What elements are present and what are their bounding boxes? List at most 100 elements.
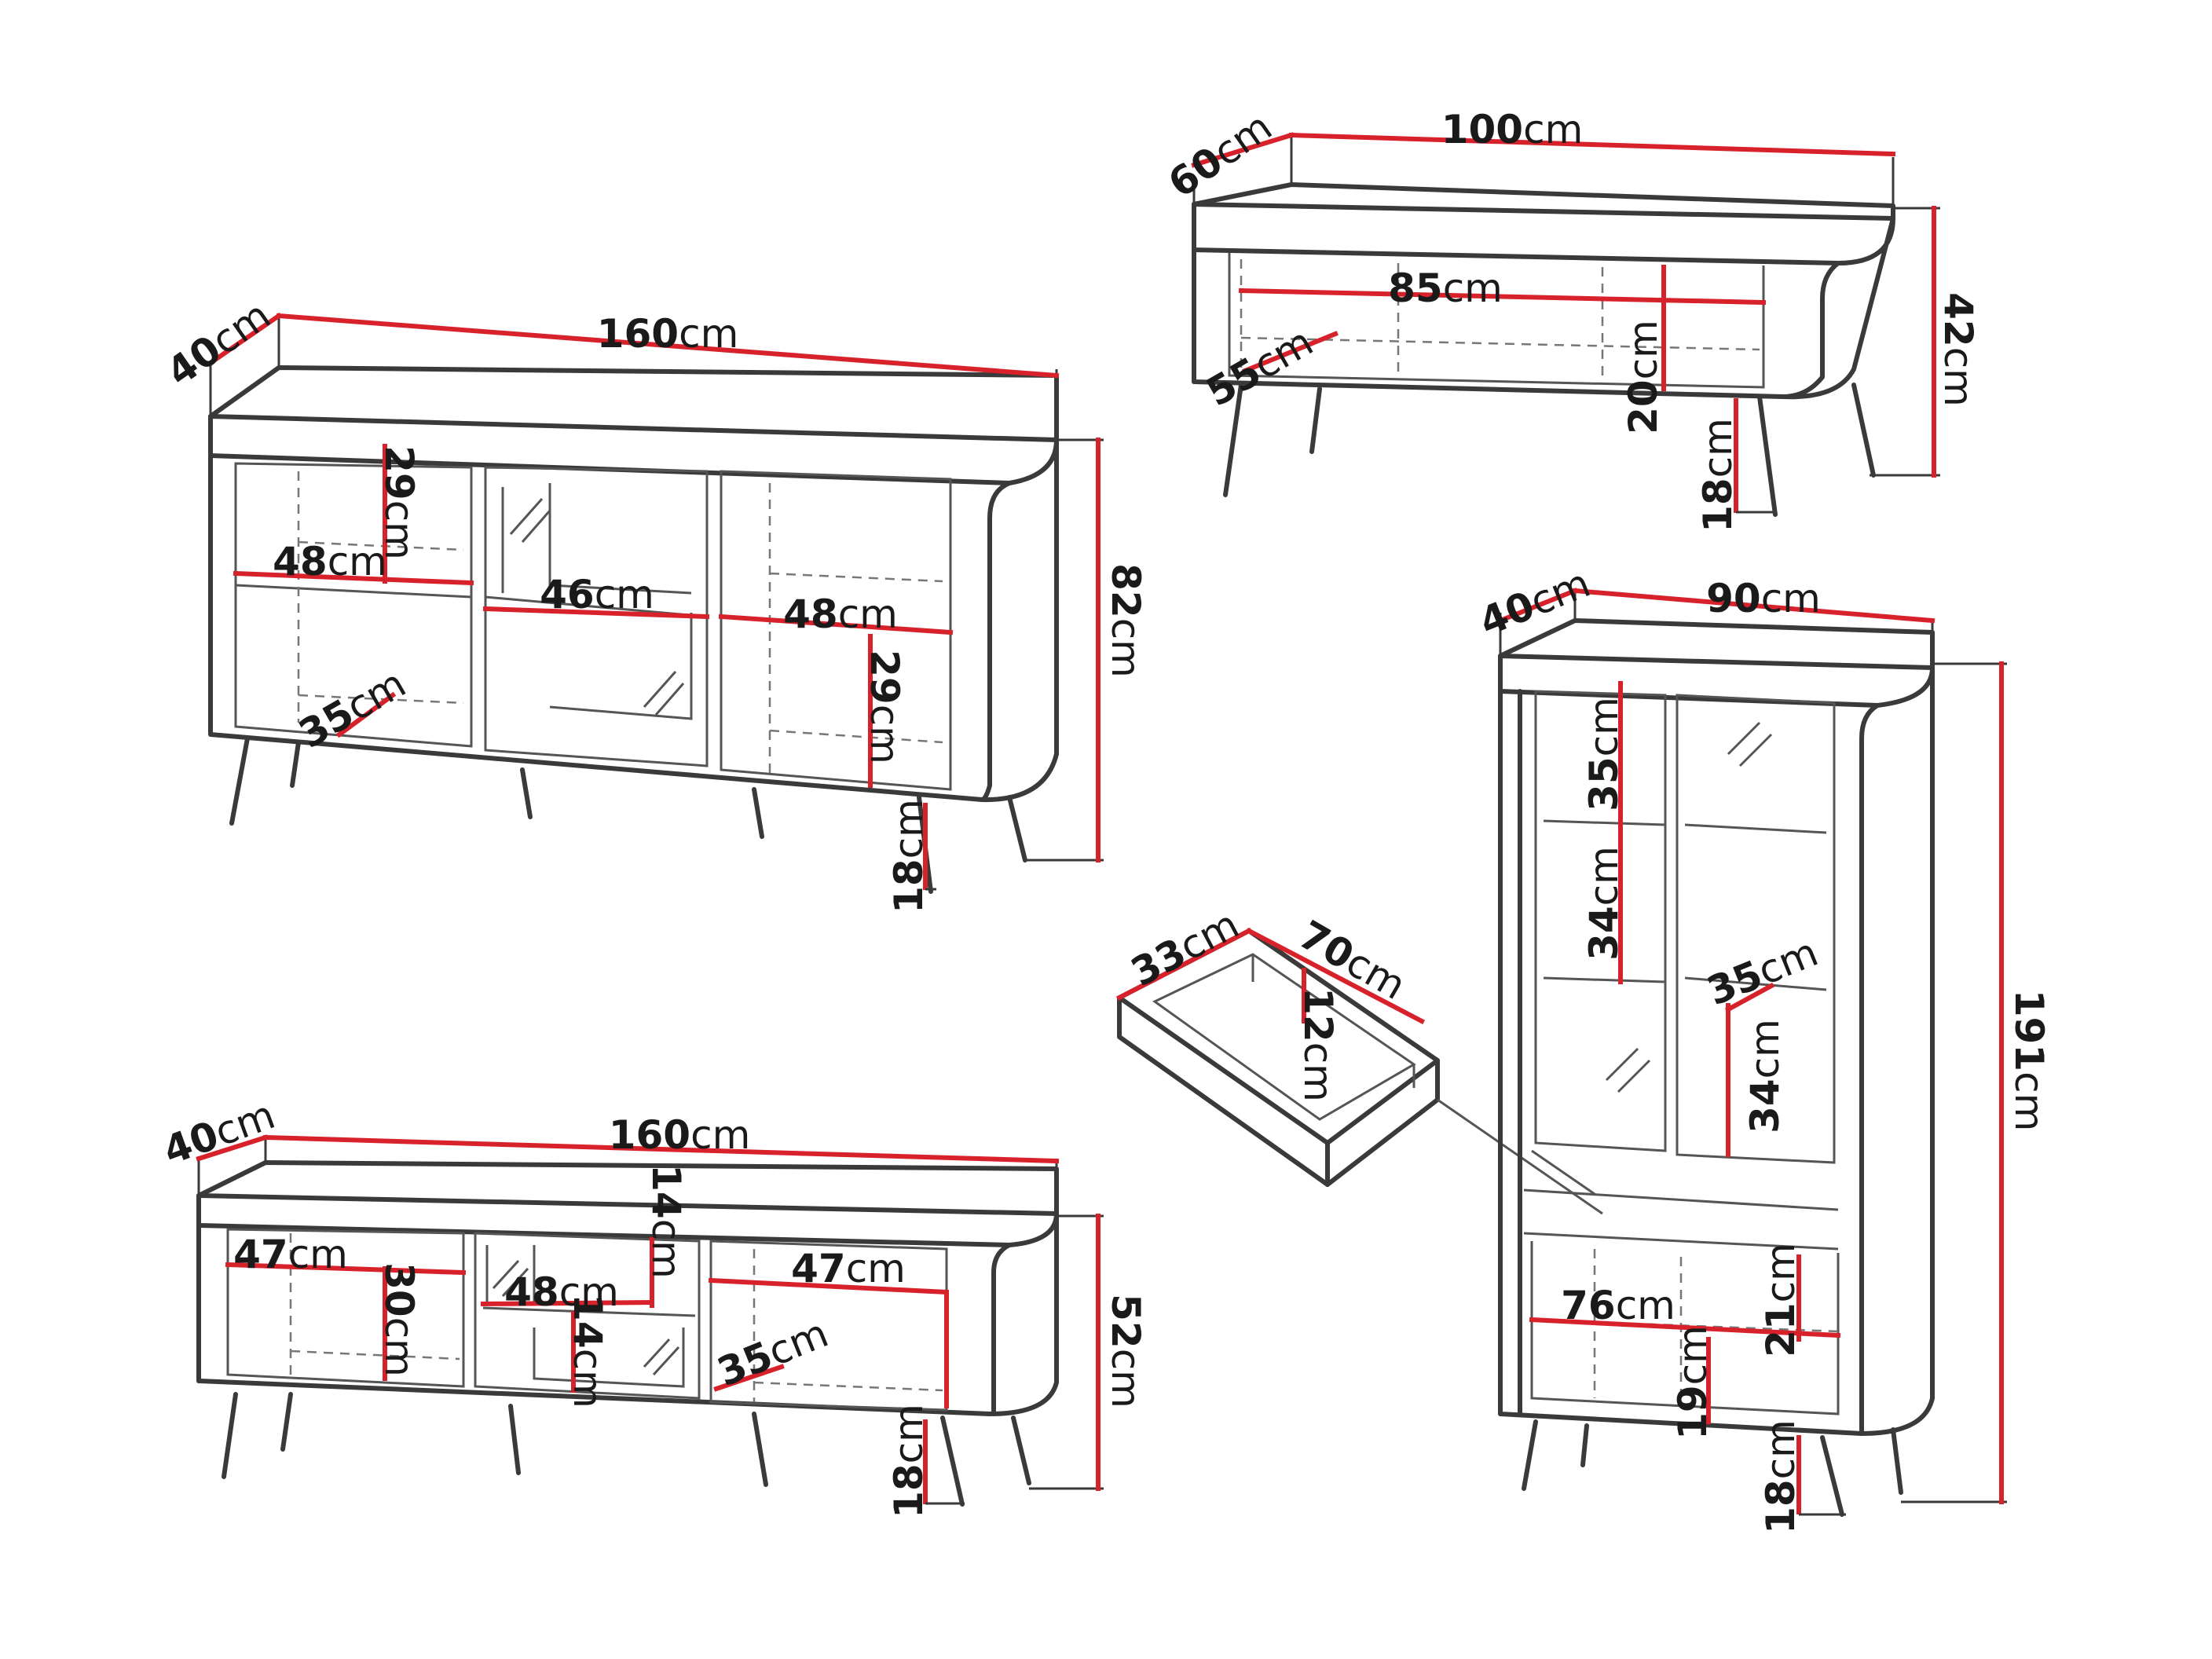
dimension-unit: cm — [566, 1349, 611, 1408]
sideboard-inner-depth-label: 35cm — [291, 660, 413, 756]
drawer-width-line — [1245, 927, 1426, 1025]
display-cabinet-bottom-space-height-label: 19cm — [1670, 1325, 1716, 1440]
dimension-value: 29 — [377, 445, 423, 500]
dimension-value: 85 — [1388, 266, 1443, 311]
dimension-unit: cm — [2007, 1071, 2053, 1131]
dimension-value: 19 — [1670, 1385, 1716, 1440]
dimension-unit: cm — [1695, 418, 1741, 478]
coffee-table-height-label: 42cm — [1936, 292, 1982, 407]
dimension-unit: cm — [328, 539, 387, 584]
dimension-value: 14 — [644, 1164, 690, 1219]
tv-stand-width-label: 160cm — [609, 1112, 751, 1158]
dimension-value: 52 — [1104, 1294, 1149, 1349]
tv-stand-inner-depth-line — [713, 1364, 785, 1392]
dimension-value: 42 — [1936, 292, 1982, 347]
dimension-unit: cm — [595, 572, 654, 617]
tv-stand-width-line — [262, 1134, 1060, 1164]
drawer — [1115, 927, 1603, 1215]
dimension-value: 30 — [377, 1262, 423, 1317]
coffee-table-leg-height-label: 18cm — [1695, 418, 1741, 533]
display-cabinet-inner-depth-label: 35cm — [1701, 929, 1824, 1014]
tv-stand-depth-label: 40cm — [157, 1092, 280, 1174]
sideboard-right-width-line — [718, 613, 954, 635]
dimension-unit: cm — [377, 1317, 423, 1377]
dimension-value: 18 — [1695, 478, 1741, 533]
dimension-unit: cm — [377, 500, 423, 560]
tv-stand-middle-width-line — [480, 1299, 655, 1307]
dimension-value: 46 — [540, 572, 595, 617]
dimension-value: 18 — [886, 1463, 932, 1518]
sideboard-width-line — [276, 313, 1060, 379]
dimension-unit: cm — [559, 1269, 619, 1315]
dimension-unit: cm — [1761, 576, 1821, 621]
dimension-value: 160 — [597, 311, 679, 357]
dimension-value: 76 — [1561, 1283, 1616, 1328]
dimension-unit: cm — [1443, 266, 1503, 311]
coffee-table-shelf-depth-line — [1242, 331, 1339, 374]
sideboard-left-width-line — [233, 570, 474, 586]
tv-stand-height-label: 52cm — [1104, 1294, 1149, 1408]
sideboard — [207, 312, 1104, 894]
dimension-unit: cm — [846, 1246, 906, 1291]
dimension-unit: cm — [679, 311, 738, 357]
dimension-unit: cm — [1616, 1283, 1675, 1328]
display-cabinet-bottom-width-label: 76cm — [1561, 1283, 1675, 1328]
display-cabinet-middle-shelf-height-label: 34cm — [1581, 846, 1627, 961]
dimension-value: 18 — [886, 859, 932, 914]
dimension-value: 48 — [273, 539, 328, 584]
cabinet-depth-line — [1497, 588, 1578, 624]
dimension-value: 18 — [1758, 1479, 1804, 1534]
coffee-table-shelf-width-label: 85cm — [1388, 266, 1503, 311]
sideboard-middle-compartment-width-label: 46cm — [540, 572, 654, 617]
sideboard-width-label: 160cm — [597, 311, 739, 357]
dimension-unit: cm — [1758, 1419, 1804, 1479]
dimension-unit: cm — [1758, 1243, 1804, 1302]
tv-stand-depth-line — [196, 1134, 269, 1162]
sideboard-height-label: 82cm — [1104, 563, 1149, 678]
dimension-unit: cm — [1523, 107, 1583, 152]
display-cabinet-width-label: 90cm — [1706, 576, 1821, 621]
dimension-unit: cm — [1104, 1349, 1149, 1408]
drawer-depth-line — [1115, 927, 1253, 1002]
dimension-unit: cm — [1104, 618, 1149, 678]
dimension-value: 48 — [783, 591, 838, 637]
display-cabinet-depth-label: 40cm — [1473, 560, 1596, 645]
dimension-unit: cm — [1742, 1019, 1788, 1079]
dimension-value: 29 — [862, 650, 908, 705]
tv-stand-middle-upper-height-label: 14cm — [644, 1164, 690, 1279]
dimension-value: 20 — [1621, 379, 1666, 434]
sideboard-inner-depth-line — [335, 691, 397, 738]
coffee-table-shelf-height-label: 20cm — [1621, 320, 1666, 434]
dimension-value: 12 — [1296, 987, 1342, 1042]
dimension-value: 82 — [1104, 563, 1149, 618]
dimension-unit: cm — [886, 1404, 932, 1463]
coffee-table-shelf-width-line — [1238, 287, 1767, 306]
dimension-unit: cm — [644, 1219, 690, 1279]
cabinet-bottom-width-line — [1529, 1317, 1841, 1339]
tv-stand-left-width-line — [225, 1262, 467, 1276]
dimension-value: 34 — [1581, 906, 1627, 961]
sideboard-leg-height-label: 18cm — [886, 799, 932, 914]
dimension-value: 48 — [504, 1269, 559, 1315]
dimension-unit: cm — [1581, 846, 1627, 906]
coffee-table-depth-line — [1191, 132, 1295, 168]
dimension-value: 14 — [566, 1294, 611, 1349]
tv-stand-left-compartment-width-label: 47cm — [233, 1232, 348, 1277]
dimension-value: 191 — [2007, 990, 2053, 1071]
dimension-value: 160 — [609, 1112, 690, 1158]
tv-stand-left-compartment-height-label: 30cm — [377, 1262, 423, 1377]
coffee-table-shelf-depth-label: 55cm — [1199, 318, 1320, 415]
dimension-unit: cm — [1936, 347, 1982, 407]
tv-stand — [196, 1134, 1104, 1507]
dimension-unit: cm — [690, 1112, 750, 1158]
dimension-unit: cm — [838, 591, 898, 637]
sideboard-left-compartment-height-label: 29cm — [377, 445, 423, 560]
display-cabinet-upper-shelf-height-label: 35cm — [1581, 697, 1627, 811]
tv-stand-leg-height-label: 18cm — [886, 1404, 932, 1518]
dimension-unit: cm — [1670, 1325, 1716, 1385]
dimension-value: 47 — [791, 1246, 846, 1291]
sideboard-depth-line — [207, 312, 283, 367]
display-cabinet-height-label: 191cm — [2007, 990, 2053, 1132]
